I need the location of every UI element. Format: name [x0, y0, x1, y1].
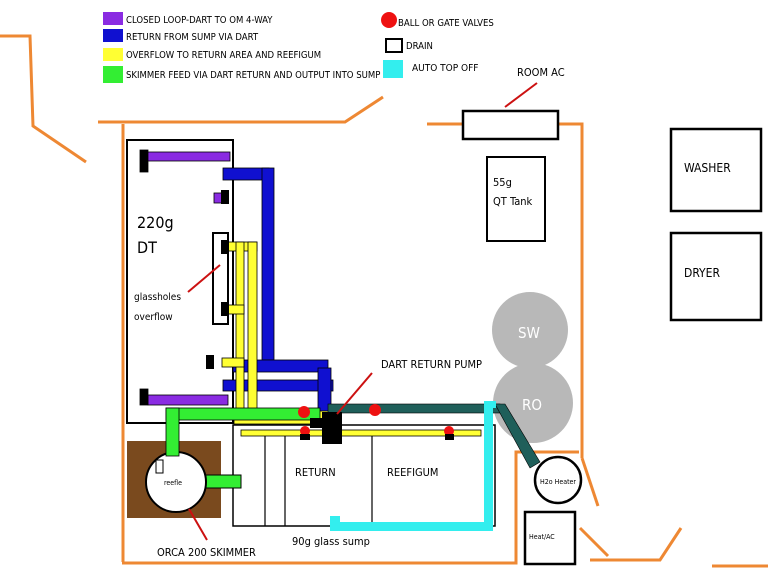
- qt-tank: [486, 156, 546, 242]
- dart-pump-label: DART RETURN PUMP: [381, 358, 482, 371]
- qt-size-label: 55g: [493, 176, 512, 189]
- qt-name-label: QT Tank: [493, 195, 533, 208]
- dt-size-label: 220g: [137, 213, 174, 232]
- pipe-topoff-supply: [327, 403, 541, 469]
- legend-label-ato: AUTO TOP OFF: [412, 63, 478, 74]
- legend-swatch-green: [103, 66, 123, 83]
- legend-label-green: SKIMMER FEED VIA DART RETURN AND OUTPUT …: [126, 70, 380, 81]
- room-ac-label: ROOM AC: [517, 66, 565, 79]
- reefigum-label: REEFIGUM: [387, 466, 438, 479]
- legend-swatch-yellow: [103, 48, 123, 61]
- legend: CLOSED LOOP-DART TO OM 4-WAY RETURN FROM…: [103, 12, 494, 83]
- legend-swatch-ato: [383, 60, 403, 78]
- pipe-skimmer-feed: [165, 407, 321, 457]
- glassholes-label-1: glassholes: [134, 292, 181, 303]
- legend-label-valves: BALL OR GATE VALVES: [398, 18, 494, 29]
- heat-ac-label: Heat/AC: [529, 533, 555, 541]
- washer-label: WASHER: [684, 161, 731, 175]
- legend-label-yellow: OVERFLOW TO RETURN AREA AND REEFIGUM: [126, 50, 321, 61]
- h2o-heater: [533, 455, 583, 505]
- display-tank: [126, 139, 234, 424]
- overflow-bulkheads: [206, 190, 229, 369]
- ro-label: RO: [522, 396, 542, 414]
- legend-label-blue: RETURN FROM SUMP VIA DART: [126, 32, 259, 43]
- room-ac: ROOM AC: [461, 66, 565, 141]
- dt-name-label: DT: [137, 238, 157, 257]
- pipe-ato: [330, 401, 496, 531]
- valve-icon: [444, 426, 454, 436]
- dryer: [669, 231, 763, 322]
- dart-return-pump: [310, 412, 342, 444]
- skimmer-inner-label: reefle: [164, 479, 182, 487]
- valve-icon: [298, 406, 310, 418]
- legend-swatch-blue: [103, 29, 123, 42]
- sw-label: SW: [518, 324, 540, 342]
- valves: [298, 404, 454, 436]
- sump-label: 90g glass sump: [292, 535, 370, 548]
- legend-drain-icon: [385, 38, 403, 53]
- glassholes-label-2: overflow: [134, 312, 173, 323]
- heat-ac-unit: [523, 510, 577, 566]
- legend-label-purple: CLOSED LOOP-DART TO OM 4-WAY: [126, 15, 273, 26]
- washer: [669, 127, 763, 213]
- glassholes-overflow-box: [212, 232, 229, 325]
- legend-valve-icon: [381, 12, 397, 28]
- dryer-label: DRYER: [684, 266, 720, 280]
- valve-icon: [300, 426, 310, 436]
- legend-swatch-purple: [103, 12, 123, 25]
- heater-label: H2o Heater: [540, 478, 576, 486]
- sw-barrel: [492, 292, 568, 368]
- valve-icon: [369, 404, 381, 416]
- skimmer-label: ORCA 200 SKIMMER: [157, 546, 256, 559]
- pipe-overflow: [221, 241, 331, 425]
- legend-label-drain: DRAIN: [406, 41, 433, 52]
- room-ac-unit: [461, 109, 560, 141]
- return-section-label: RETURN: [295, 466, 336, 479]
- sump: [232, 424, 496, 527]
